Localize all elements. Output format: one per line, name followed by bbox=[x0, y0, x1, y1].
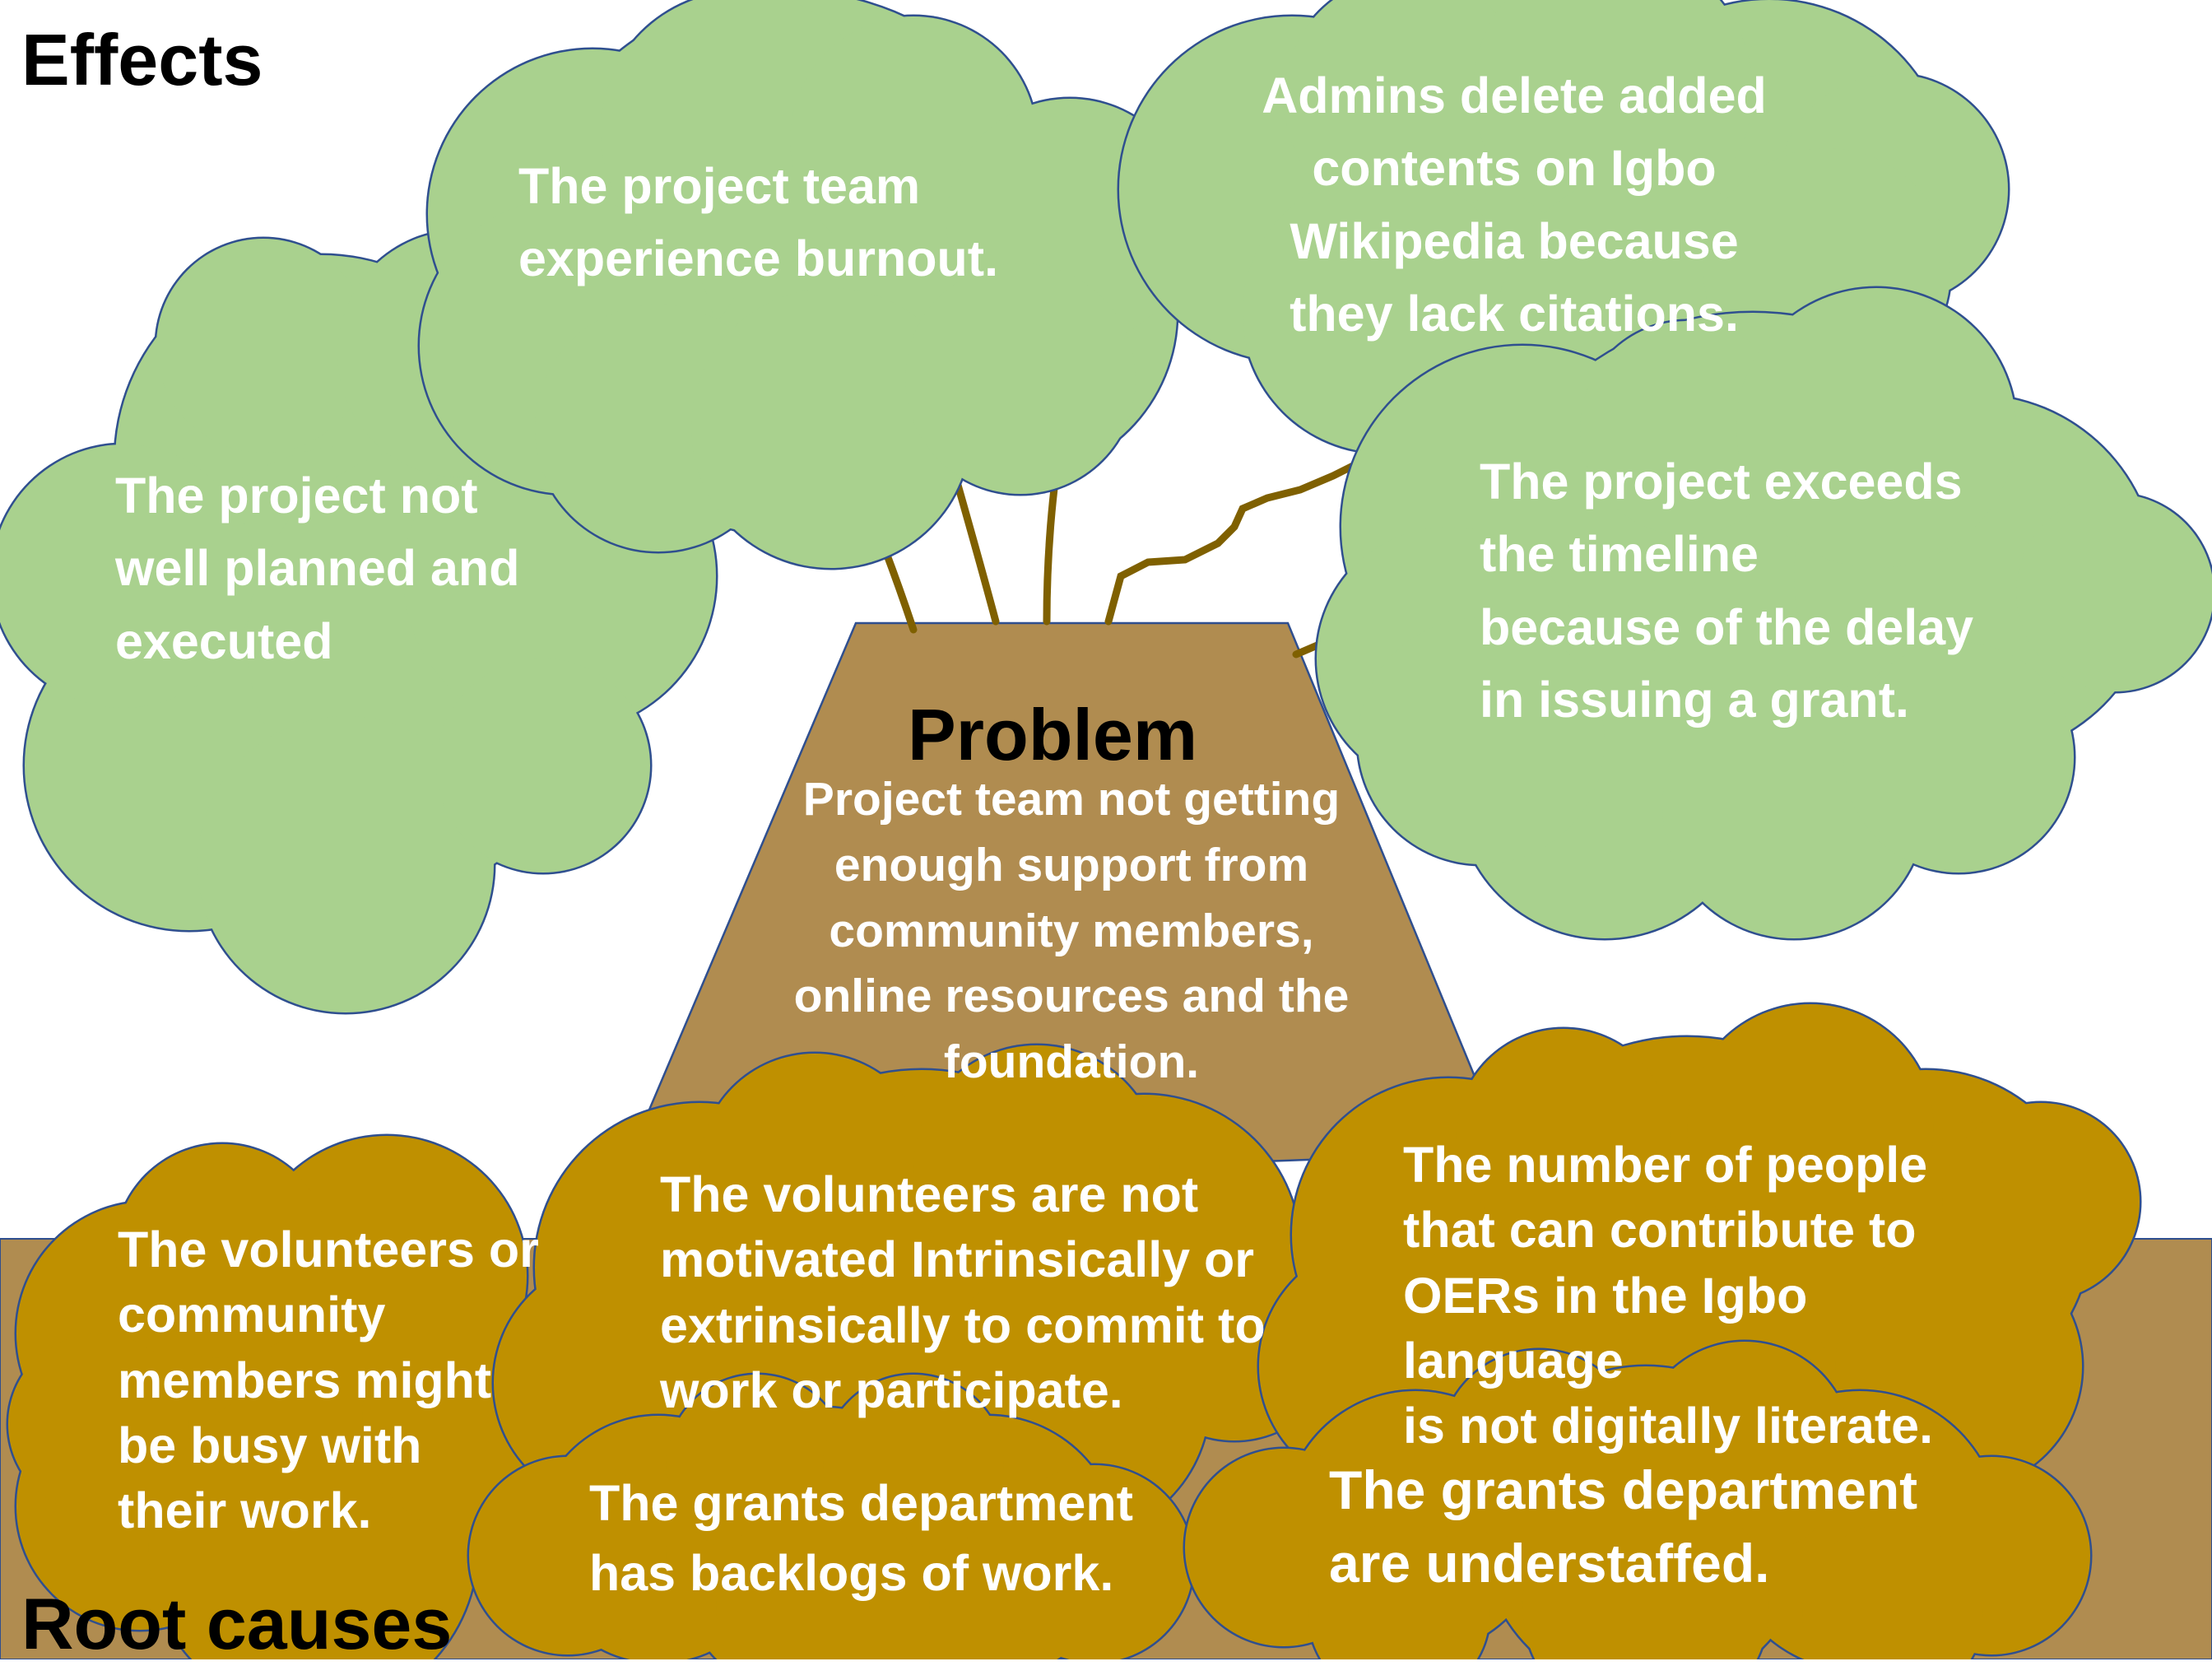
effect-text-exceeds-timeline: The project exceeds the timeline because… bbox=[1480, 445, 2072, 737]
cause-text-volunteers-not-motivated: The volunteers are not motivated Intrins… bbox=[660, 1162, 1285, 1423]
problem-heading: Problem bbox=[908, 693, 1197, 777]
effect-text-admins-delete: Admins delete added contents on Igbo Wik… bbox=[1185, 59, 1843, 351]
effect-text-not-well-planned: The project not well planned and execute… bbox=[115, 459, 625, 677]
effects-heading: Effects bbox=[21, 18, 263, 102]
root-causes-heading: Root causes bbox=[21, 1582, 452, 1666]
effect-text-team-burnout: The project team experience burnout. bbox=[518, 150, 1094, 296]
cause-text-grants-backlogs: The grants department has backlogs of wo… bbox=[589, 1468, 1149, 1609]
cause-text-not-digitally-literate: The number of people that can contribute… bbox=[1403, 1133, 2012, 1459]
cause-text-volunteers-busy: The volunteers or community members migh… bbox=[118, 1217, 546, 1543]
cause-text-grants-understaffed: The grants department are understaffed. bbox=[1329, 1454, 1954, 1600]
problem-statement: Project team not getting enough support … bbox=[765, 767, 1378, 1096]
